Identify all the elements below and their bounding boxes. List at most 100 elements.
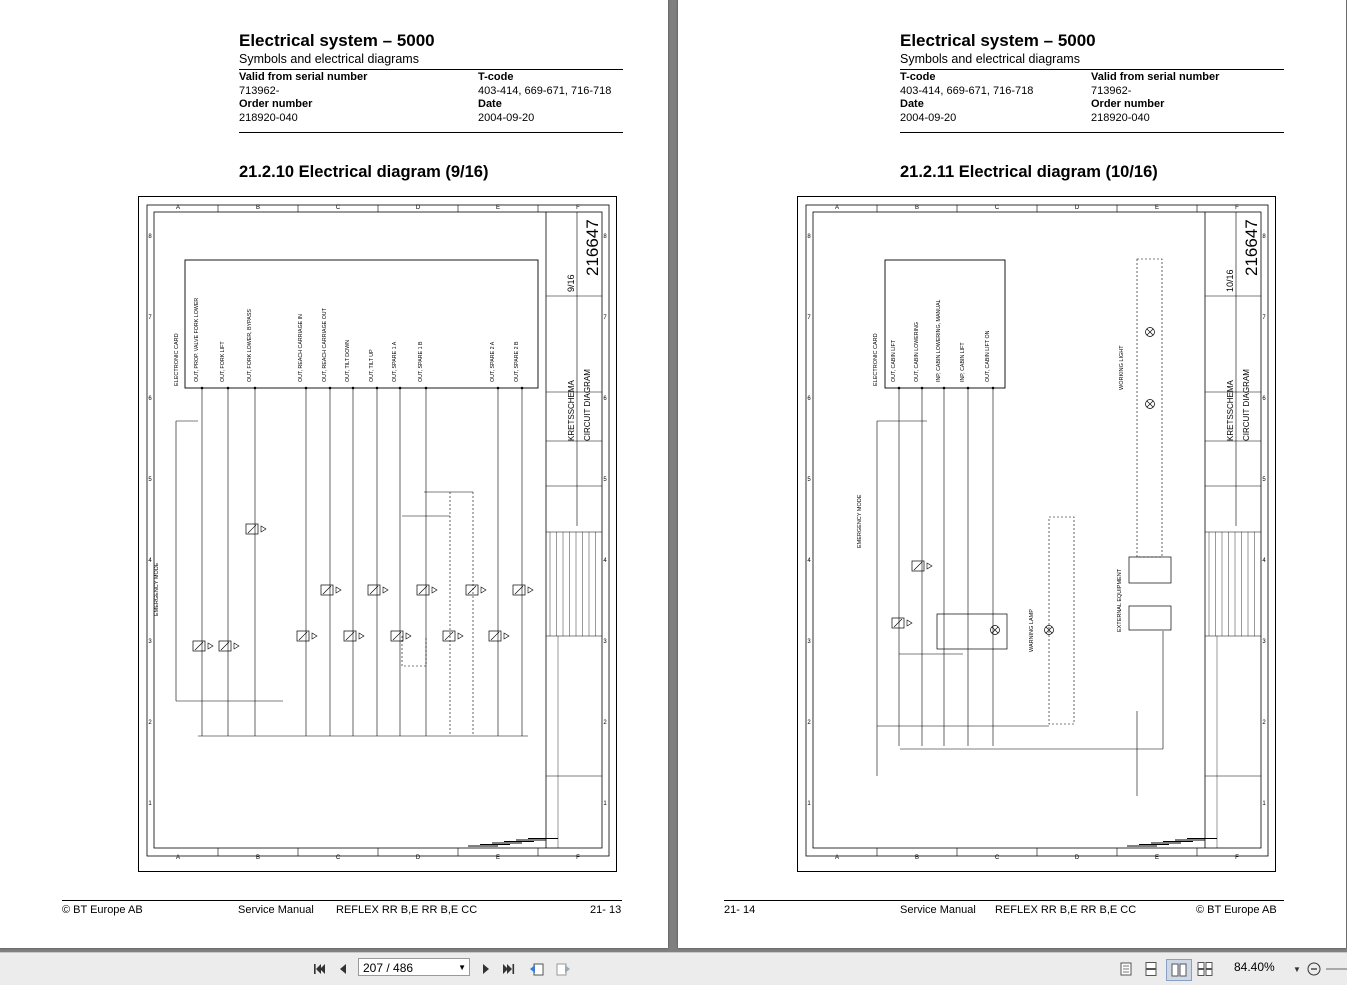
page-number-input[interactable]: 207 / 486 ▼ xyxy=(358,958,470,976)
zoom-slider[interactable] xyxy=(1326,959,1347,979)
grid-row-number: 2 xyxy=(1262,720,1266,726)
document-viewport[interactable]: Electrical system – 5000 Symbols and ele… xyxy=(0,0,1347,952)
valve-symbol xyxy=(390,630,404,642)
forward-icon[interactable] xyxy=(553,959,573,979)
output-label: OUT, CABIN LOWERING xyxy=(914,322,920,382)
lamp-symbol xyxy=(990,625,1000,635)
terminal xyxy=(226,386,230,390)
first-page-icon[interactable] xyxy=(310,959,328,979)
grid-column-letter: B xyxy=(256,205,260,211)
meta-value: 403-414, 669-671, 716-718 xyxy=(478,84,612,97)
grid-row-number: 1 xyxy=(148,801,152,807)
card-label: ELECTRONIC CARD xyxy=(873,333,879,386)
grid-row-number: 6 xyxy=(1262,396,1266,402)
grid-column-letter: C xyxy=(995,205,1000,211)
terminal xyxy=(991,386,995,390)
grid-row-number: 5 xyxy=(148,477,152,483)
terminal xyxy=(966,386,970,390)
zoom-level[interactable]: 84.40% xyxy=(1234,960,1275,974)
valve-symbol xyxy=(367,584,381,596)
grid-row-number: 5 xyxy=(807,477,811,483)
valve-symbol xyxy=(405,632,412,640)
grid-column-letter: F xyxy=(1235,855,1239,861)
circuit-diagram-svg: 216647 9/16 KRETSSCHEMA CIRCUIT DIAGRAM … xyxy=(138,196,617,872)
back-icon[interactable] xyxy=(527,959,547,979)
terminal xyxy=(920,386,924,390)
output-label: OUT, TILT UP xyxy=(369,349,375,382)
valve-symbol xyxy=(382,586,389,594)
valve-symbol xyxy=(343,630,357,642)
grid-column-letter: D xyxy=(416,205,421,211)
diagram-title-en: CIRCUIT DIAGRAM xyxy=(1242,369,1251,441)
meta-label: Date xyxy=(900,98,924,110)
drawing-number: 216647 xyxy=(1242,219,1261,276)
output-label: OUT, FORK LOWER, BYPASS xyxy=(247,309,253,382)
zoom-dropdown-icon[interactable]: ▼ xyxy=(1293,964,1301,974)
lamp-symbol xyxy=(1044,625,1054,635)
grid-column-letter: E xyxy=(496,205,500,211)
grid-row-number: 4 xyxy=(807,558,811,564)
grid-row-number: 8 xyxy=(807,234,811,240)
doc-subtitle: Symbols and electrical diagrams xyxy=(900,52,1080,66)
valve-symbol xyxy=(444,631,454,641)
next-page-icon[interactable] xyxy=(477,959,495,979)
valve-symbol xyxy=(245,523,259,535)
valve-symbol xyxy=(490,631,500,641)
valve-symbol xyxy=(369,585,379,595)
drawing-number: 216647 xyxy=(583,219,602,276)
valve-symbol xyxy=(891,617,905,629)
grid-column-letter: E xyxy=(496,855,500,861)
page-header: Electrical system – 5000 Symbols and ele… xyxy=(239,30,623,133)
diagram-title-sv: KRETSSCHEMA xyxy=(567,379,576,441)
dashed-wire xyxy=(449,492,474,736)
grid-row-number: 4 xyxy=(1262,558,1266,564)
grid-row-number: 6 xyxy=(148,396,152,402)
meta-value: 218920-040 xyxy=(1091,111,1150,124)
output-label: OUT, SPARE 2 B xyxy=(514,341,520,382)
valve-symbol xyxy=(194,641,204,651)
sheet-number: 10/16 xyxy=(1225,269,1235,292)
page-header: Electrical system – 5000 Symbols and ele… xyxy=(900,30,1284,133)
valve-symbol xyxy=(514,585,524,595)
meta-value: 713962- xyxy=(239,84,280,97)
terminal xyxy=(897,386,901,390)
output-label: OUT, CABIN LIFT ON xyxy=(985,330,991,382)
single-page-icon[interactable] xyxy=(1117,959,1135,979)
valve-symbol xyxy=(298,631,308,641)
terminal xyxy=(496,386,500,390)
grid-column-letter: B xyxy=(915,205,919,211)
electrical-diagram-10: 216647 10/16 KRETSSCHEMA CIRCUIT DIAGRAM… xyxy=(797,196,1276,872)
output-label: OUT, TILT DOWN xyxy=(345,340,351,382)
two-page-continuous-icon[interactable] xyxy=(1195,959,1215,979)
grid-row-number: 3 xyxy=(148,639,152,645)
meta-value: 713962- xyxy=(1091,84,1132,97)
page-footer: © BT Europe AB Service Manual REFLEX RR … xyxy=(62,900,622,916)
meta-label: T-code xyxy=(478,71,514,83)
grid-row-number: 3 xyxy=(807,639,811,645)
two-page-icon[interactable] xyxy=(1166,959,1192,981)
working-light-label: WORKING LIGHT xyxy=(1119,345,1125,390)
last-page-icon[interactable] xyxy=(500,959,518,979)
terminal xyxy=(200,386,204,390)
footer-manual: Service Manual xyxy=(900,904,976,916)
valve-symbol xyxy=(220,641,230,651)
grid-row-number: 4 xyxy=(148,558,152,564)
valve-symbol xyxy=(503,632,510,640)
grid-column-letter: A xyxy=(176,205,180,211)
meta-value: 403-414, 669-671, 716-718 xyxy=(900,84,1034,97)
prev-page-icon[interactable] xyxy=(334,959,352,979)
valve-symbol xyxy=(322,585,332,595)
valve-symbol xyxy=(442,630,456,642)
valve-symbol xyxy=(358,632,365,640)
dashed-wire xyxy=(401,636,427,667)
lamp-symbol xyxy=(1146,328,1154,336)
valve-symbol xyxy=(431,586,438,594)
page-dropdown-icon[interactable]: ▼ xyxy=(458,963,466,972)
valve-symbol xyxy=(926,562,933,570)
grid-row-number: 8 xyxy=(1262,234,1266,240)
zoom-out-icon[interactable] xyxy=(1305,959,1323,979)
lamp-symbol xyxy=(1146,400,1154,408)
grid-column-letter: A xyxy=(835,205,839,211)
output-label: OUT, SPARE 2 A xyxy=(490,341,496,382)
continuous-icon[interactable] xyxy=(1142,959,1160,979)
